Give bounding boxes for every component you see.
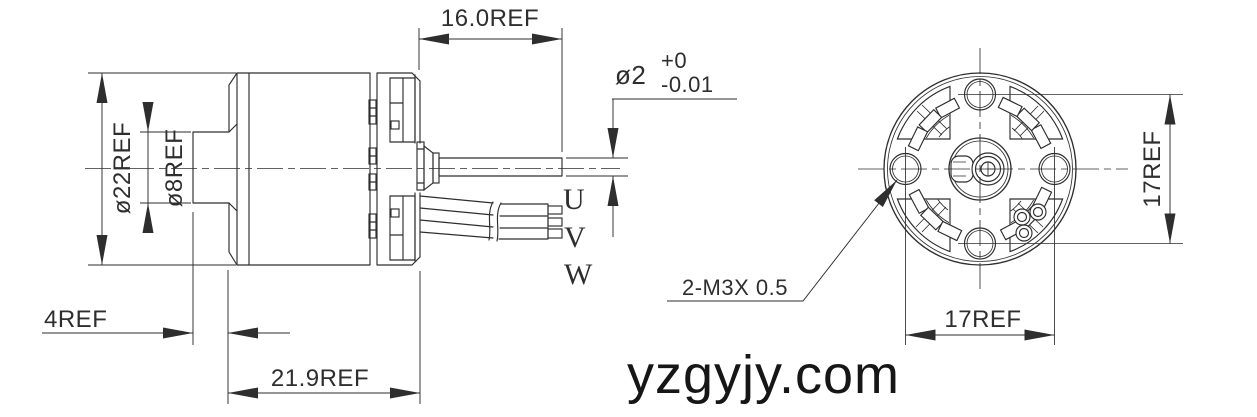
motor-can-outline (228, 72, 371, 266)
dim-boss-diameter-label: ø8REF (161, 129, 188, 208)
dimension-hole-pitch-vertical: 17REF (1139, 94, 1176, 244)
front-centerlines (858, 48, 1183, 345)
dimension-hole-pitch-horizontal: 17REF (905, 306, 1055, 341)
wire-pin-u (547, 205, 563, 215)
dimension-boss-diameter: ø8REF (140, 102, 191, 233)
dim-hole-pitch-horizontal-label: 17REF (944, 306, 1021, 333)
dim-boss-length-label: 4REF (44, 306, 107, 333)
wire-pin-w (547, 228, 563, 239)
shaft-and-hub (416, 141, 563, 192)
thread-callout-label: 2-M3X 0.5 (682, 275, 788, 300)
front-view: 17REF 17REF 2-M3X 0.5 (667, 48, 1183, 345)
dim-body-diameter-label: ø22REF (109, 122, 136, 214)
watermark-text: yzgyjy.com (627, 345, 900, 405)
dimension-shaft-length: 16.0REF (418, 5, 563, 152)
wire-label-v: V (564, 221, 586, 254)
motor-wires (419, 195, 563, 242)
dim-body-length-label: 21.9REF (271, 365, 369, 392)
wire-pin-v (547, 217, 563, 227)
wire-label-w: W (564, 258, 593, 291)
dimension-body-diameter: ø22REF (88, 72, 236, 266)
wire-label-u: U (563, 183, 585, 216)
side-view: U V W ø22REF ø8REF 16.0REF (42, 5, 737, 404)
shaft-tolerance-upper: +0 (661, 48, 687, 73)
rear-boss-outline (192, 131, 230, 204)
dimension-boss-length: 4REF (42, 212, 290, 404)
callout-shaft-diameter: ø2 +0 -0.01 (566, 48, 737, 237)
dimension-body-length: 21.9REF (228, 271, 421, 404)
dim-hole-pitch-vertical-label: 17REF (1139, 130, 1166, 207)
shaft-diameter-label: ø2 (615, 60, 646, 90)
dim-shaft-length-label: 16.0REF (441, 5, 539, 32)
shaft-tolerance-lower: -0.01 (661, 72, 714, 97)
wire-exit-holes (1013, 203, 1047, 242)
front-housing-outline (376, 72, 421, 266)
stator-lamination-stack (368, 99, 377, 239)
thread-callout: 2-M3X 0.5 (667, 176, 902, 302)
